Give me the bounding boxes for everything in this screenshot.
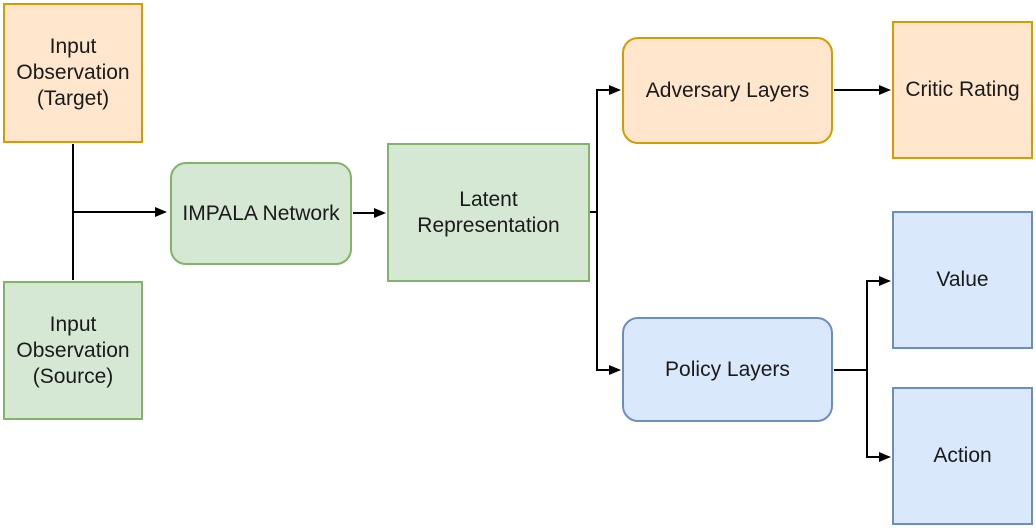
edge-latent-to-adversary <box>590 85 621 213</box>
edge-policy-to-value <box>834 276 891 371</box>
edge-policy-to-action <box>866 370 891 462</box>
node-critic-rating: Critic Rating <box>892 21 1033 159</box>
node-label: Input Observation (Target) <box>16 35 130 110</box>
node-policy-layers: Policy Layers <box>622 317 833 422</box>
node-label: Value <box>936 268 989 291</box>
node-action: Action <box>892 387 1033 525</box>
edge-latent-to-policy <box>596 212 621 375</box>
node-input-observation-source: Input Observation (Source) <box>3 281 143 420</box>
node-label: IMPALA Network <box>182 201 340 225</box>
node-adversary-layers: Adversary Layers <box>622 37 833 144</box>
node-label: Input Observation (Source) <box>16 312 130 388</box>
node-latent-representation: Latent Representation <box>387 143 590 282</box>
node-label: Action <box>933 444 992 467</box>
node-impala-network: IMPALA Network <box>170 162 352 265</box>
node-value: Value <box>892 211 1033 349</box>
node-label: Adversary Layers <box>645 78 810 102</box>
node-label: Critic Rating <box>905 78 1020 101</box>
node-label: Policy Layers <box>665 357 790 381</box>
node-label: Latent Representation <box>417 187 560 237</box>
node-input-observation-target: Input Observation (Target) <box>3 3 143 143</box>
